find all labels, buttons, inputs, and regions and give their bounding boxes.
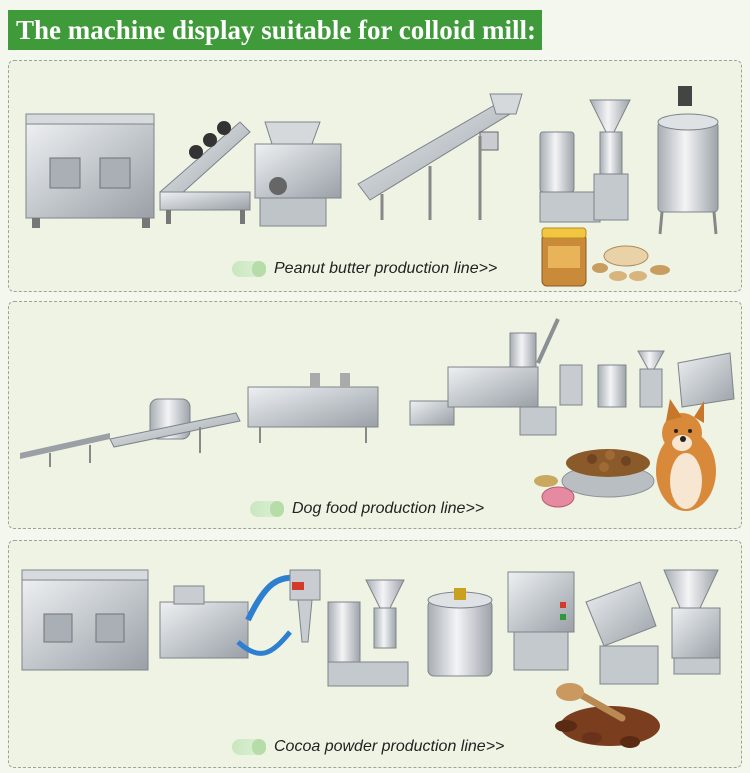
mixing-tank-icon bbox=[657, 86, 719, 235]
extruder-icon bbox=[409, 318, 583, 436]
cooling-conveyor-icon bbox=[159, 121, 251, 224]
dog-icon bbox=[656, 399, 716, 511]
cocoa-powder-machines-illustration bbox=[21, 569, 721, 748]
crusher-icon bbox=[585, 581, 659, 685]
oil-press-icon bbox=[507, 571, 575, 671]
pill-bullet-icon bbox=[250, 501, 284, 517]
peeling-machine-icon bbox=[254, 121, 342, 227]
roaster-machine-icon bbox=[25, 113, 155, 228]
cocoa-powder-caption-text: Cocoa powder production line>> bbox=[274, 738, 505, 755]
cocoa-powder-caption: Cocoa powder production line>> bbox=[232, 736, 504, 758]
roaster-machine-icon bbox=[21, 569, 149, 671]
pill-bullet-icon bbox=[232, 261, 266, 277]
cocoa-peeler-icon bbox=[159, 569, 321, 659]
cocoa-beans-icon bbox=[555, 683, 660, 748]
dog-food-caption: Dog food production line>> bbox=[250, 498, 484, 520]
peanut-butter-caption-text: Peanut butter production line>> bbox=[274, 260, 498, 277]
colloid-mill-icon bbox=[597, 350, 735, 408]
page-title: The machine display suitable for colloid… bbox=[8, 10, 542, 50]
dog-food-caption-text: Dog food production line>> bbox=[292, 500, 485, 517]
peanut-butter-caption: Peanut butter production line>> bbox=[232, 258, 497, 280]
colloid-mill-icon bbox=[327, 579, 409, 687]
dog-food-bowl-icon bbox=[561, 449, 655, 498]
pill-bullet-icon bbox=[232, 739, 266, 755]
dryer-oven-icon bbox=[247, 373, 379, 443]
grinder-icon bbox=[663, 569, 721, 675]
dog-food-machines-illustration bbox=[20, 318, 735, 511]
colloid-mill-icon bbox=[539, 99, 631, 223]
peanuts-icon bbox=[592, 245, 670, 281]
meat-icon bbox=[534, 475, 575, 508]
peanut-butter-jar-icon bbox=[541, 227, 587, 287]
peanut-butter-machines-illustration bbox=[25, 86, 719, 287]
seasoning-line-icon bbox=[20, 398, 241, 467]
inclined-elevator-icon bbox=[357, 93, 523, 220]
mixing-tank-icon bbox=[427, 588, 493, 677]
